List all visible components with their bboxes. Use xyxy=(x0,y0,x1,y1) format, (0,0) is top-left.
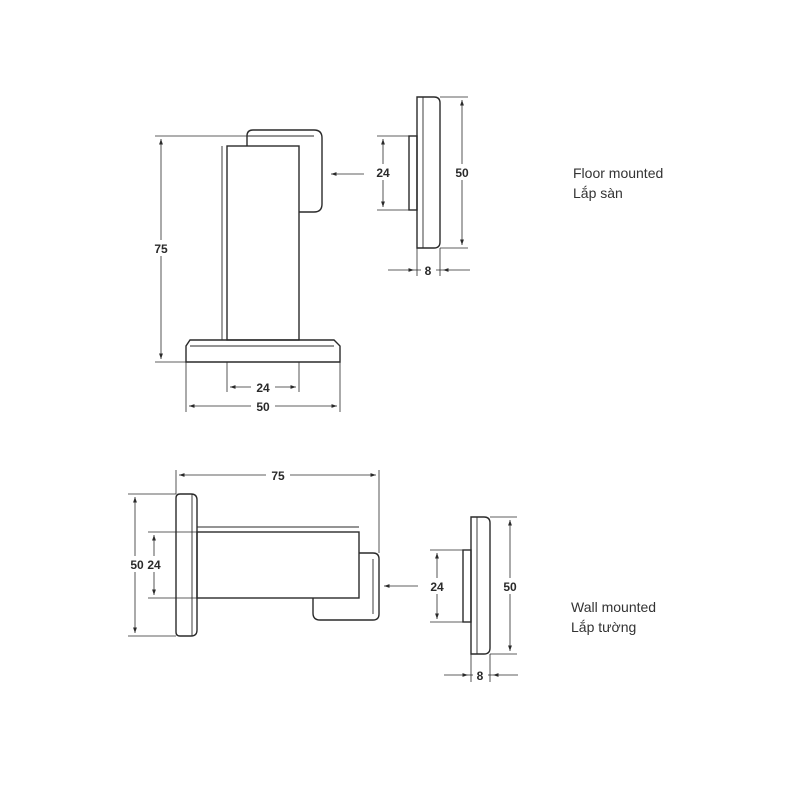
floor-side-dim-height-mask xyxy=(451,164,473,180)
wall-side-dim-inner-mask xyxy=(426,578,448,594)
floor-bumper-head xyxy=(246,129,323,213)
floor-side-dim-inner-mask xyxy=(372,164,394,180)
wall-side-view: 50 24 8 xyxy=(426,516,521,683)
wall-dim-length-mask xyxy=(266,468,290,482)
wall-dim-post-mask xyxy=(146,556,162,572)
floor-dim-base-mask xyxy=(251,399,275,413)
wall-side-dim-thick-mask xyxy=(473,668,488,682)
wall-side-dim-thickness: 8 xyxy=(477,669,484,683)
wall-dim-plate-height: 50 xyxy=(130,558,144,572)
floor-dim-base-width: 50 xyxy=(256,400,270,414)
wall-side-bumper xyxy=(462,549,472,623)
wall-dim-length: 75 xyxy=(271,469,285,483)
floor-side-dim-inner: 24 xyxy=(376,166,390,180)
wall-dim-post-height: 24 xyxy=(147,558,161,572)
wall-dim-plate-mask xyxy=(127,556,143,572)
floor-side-plate xyxy=(416,96,441,249)
floor-dim-post-width: 24 xyxy=(256,381,270,395)
wall-plate xyxy=(175,493,198,637)
wall-side-dim-height: 50 xyxy=(503,580,517,594)
wall-side-dim-inner: 24 xyxy=(430,580,444,594)
wall-side-plate xyxy=(470,516,491,655)
wall-label-vi: Lắp tường xyxy=(571,619,637,635)
floor-side-dim-thickness: 8 xyxy=(425,264,432,278)
wall-label-en: Wall mounted xyxy=(571,599,657,615)
wall-label: Wall mounted Lắp tường xyxy=(571,597,656,637)
wall-bumper-head xyxy=(312,552,380,621)
floor-front-view: 75 24 50 xyxy=(150,129,341,414)
wall-post xyxy=(196,531,360,599)
wall-side-dim-height-mask xyxy=(499,578,521,594)
floor-side-bumper xyxy=(408,135,418,211)
floor-label-vi: Lắp sàn xyxy=(573,185,623,201)
floor-base-plate xyxy=(185,339,341,363)
floor-side-view: 50 24 8 xyxy=(372,96,473,278)
floor-label-en: Floor mounted xyxy=(573,165,664,181)
floor-post xyxy=(226,145,300,341)
wall-front-view: 75 50 24 xyxy=(127,468,380,637)
floor-label: Floor mounted Lắp sàn xyxy=(573,163,663,203)
floor-side-dim-thick-mask xyxy=(421,263,436,277)
floor-dim-post-mask xyxy=(251,380,275,394)
floor-side-dim-height: 50 xyxy=(455,166,469,180)
floor-dim-height-mask xyxy=(150,240,172,256)
floor-dim-height: 75 xyxy=(154,242,168,256)
